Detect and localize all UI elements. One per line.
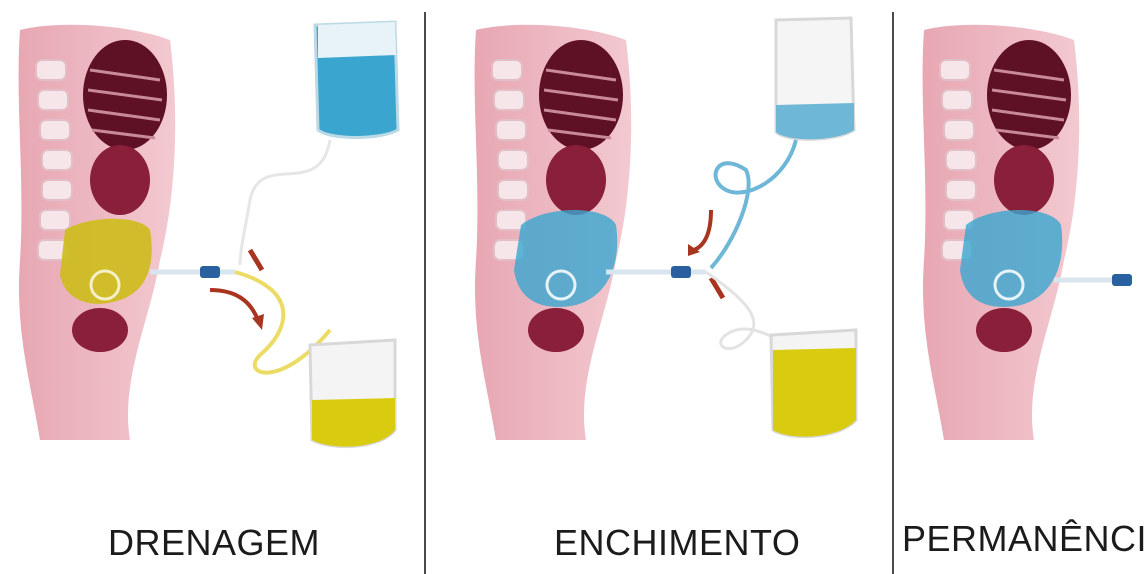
stomach [994,145,1054,215]
stomach [90,145,150,215]
bladder [528,308,584,352]
flow-arrow [210,290,258,320]
caption-drainage: DRENAGEM [108,522,320,564]
inflow-line [240,140,330,265]
panel-dwell: PERMANÊNCIA [894,0,1144,574]
flow-arrow [694,210,711,250]
catheter-cap [1112,274,1132,286]
dwell-illustration [894,0,1144,500]
drainage-illustration [0,0,424,500]
bladder [976,308,1032,352]
bladder [72,308,128,352]
panel-filling: ENCHIMENTO [426,0,892,574]
filling-illustration [426,0,892,500]
stomach [546,145,606,215]
catheter-connector [200,266,220,278]
inflow-line [711,140,796,268]
panel-drainage: DRENAGEM [0,0,424,574]
caption-filling: ENCHIMENTO [554,522,800,564]
catheter-connector [671,266,691,278]
caption-dwell: PERMANÊNCIA [902,518,1144,560]
clamp [250,250,262,270]
